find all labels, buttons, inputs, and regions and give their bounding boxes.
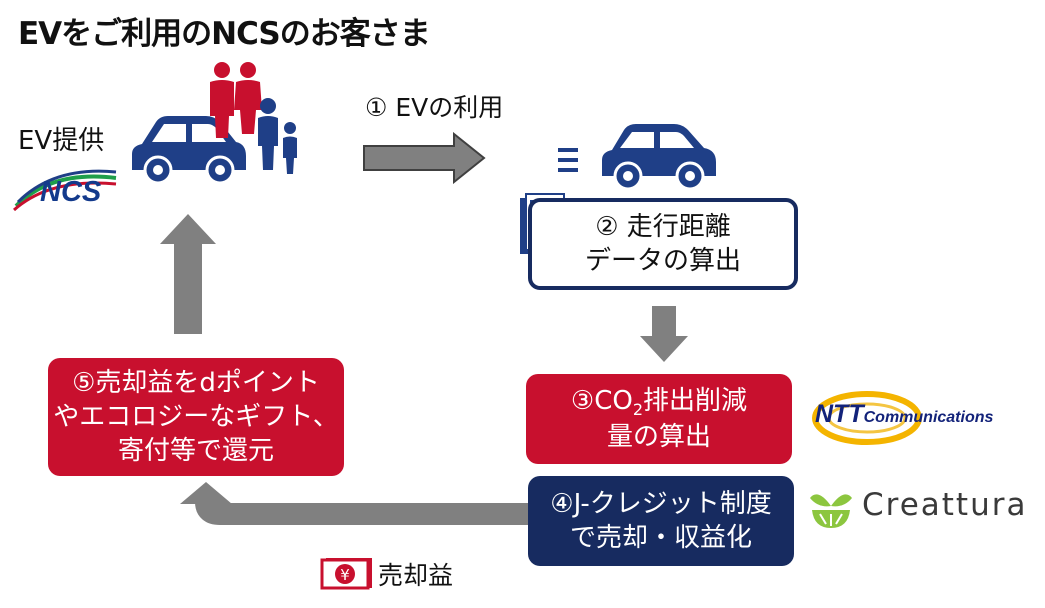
ncs-logo-text: NCS	[40, 176, 102, 208]
step3-line1-post: 排出削減	[643, 385, 748, 416]
step5-line3: 寄付等で還元	[117, 436, 274, 467]
ntt-logo-swoosh	[812, 391, 922, 445]
page-title: EVをご利用のNCSのお客さま	[18, 16, 431, 52]
step5-line1: ⑤売却益をdポイント	[72, 367, 320, 398]
step2-line1: ② 走行距離	[595, 211, 731, 242]
yen-symbol: ¥	[340, 566, 350, 584]
arrow-up-icon	[160, 214, 216, 334]
ntt-logo: NTTCommunications	[815, 400, 993, 429]
creattura-logo: Creattura	[862, 487, 1028, 523]
step3-line2: 量の算出	[606, 421, 711, 452]
profit-label: 売却益	[378, 561, 454, 590]
ntt-logo-sub: Communications	[863, 409, 994, 426]
step5-line2: やエコロジーなギフト、	[53, 401, 339, 432]
step3-line1-sub: 2	[632, 399, 644, 419]
step4-box: ④J-クレジット制度 で売却・収益化	[528, 476, 794, 566]
ev-provider-label: EV提供	[18, 126, 105, 156]
step3-line1: ③CO2排出削減	[571, 384, 747, 420]
step4-line2: で売却・収益化	[569, 523, 752, 553]
step1-label: ① EVの利用	[365, 93, 504, 122]
step2-box: ② 走行距離 データの算出	[528, 198, 798, 290]
arrow-down-icon	[640, 306, 688, 362]
ncs-logo	[13, 169, 117, 212]
arrow-right-icon	[363, 132, 486, 184]
ntt-logo-main: NTT	[815, 400, 864, 428]
step3-box: ③CO2排出削減 量の算出	[526, 374, 792, 464]
step4-line1: ④J-クレジット制度	[550, 488, 772, 519]
step2-line2: データの算出	[584, 246, 741, 276]
arrow-return-icon	[180, 482, 528, 525]
step3-line1-pre: ③CO	[570, 385, 633, 416]
step5-box: ⑤売却益をdポイント やエコロジーなギフト、 寄付等で還元	[48, 358, 344, 476]
car-icon	[558, 124, 716, 191]
yen-bill-icon: ¥	[320, 558, 372, 590]
family-icon	[210, 62, 297, 174]
creattura-leaf-icon	[810, 494, 852, 528]
